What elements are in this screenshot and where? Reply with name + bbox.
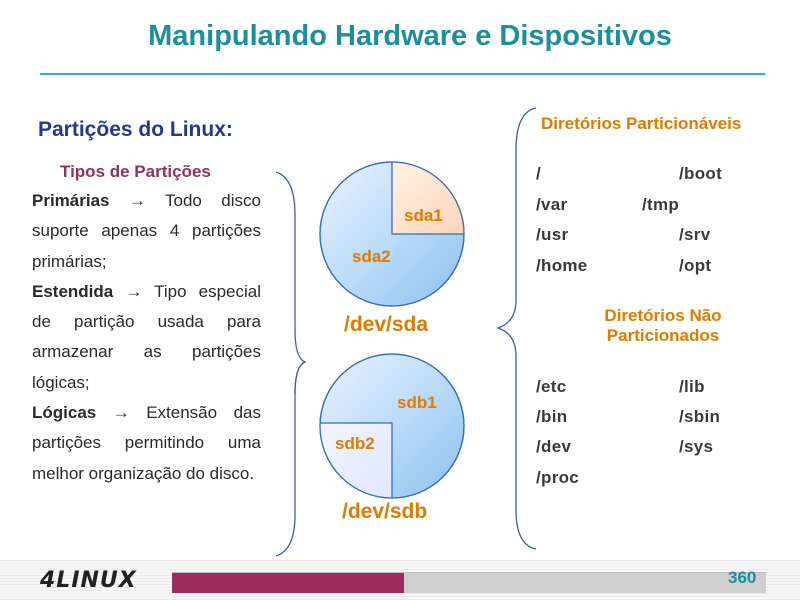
progress-fill (172, 573, 404, 593)
left-brace-top (275, 171, 307, 395)
type-text: Tipo especial de partição usada para arm… (32, 281, 261, 392)
dir-item: /tmp (642, 195, 680, 214)
partitionable-dirs-heading: Diretórios Particionáveis (541, 114, 742, 133)
dir-item: /bin (536, 407, 568, 426)
dir-item: /proc (536, 468, 580, 487)
dir-item: /sbin (679, 407, 721, 426)
type-term: Lógicas (32, 403, 97, 423)
arrow-icon: → (125, 281, 143, 301)
dir-item: /var (536, 195, 568, 214)
dir-item: /srv (679, 225, 711, 244)
logo: 4LINUX (40, 568, 137, 593)
sdb1-label: sdb1 (397, 393, 437, 412)
sdb2-label: sdb2 (335, 434, 375, 453)
type-term: Estendida (32, 281, 114, 301)
dir-item: /boot (679, 164, 723, 183)
type-text: Extensão das partições permitindo uma me… (32, 403, 261, 483)
heading-line: Particionados (606, 326, 720, 345)
dir-item: / (536, 164, 542, 183)
type-extended: Estendida → Tipo especial de partição us… (32, 277, 261, 398)
arrow-icon: → (128, 191, 146, 210)
dir-item: /dev (536, 437, 572, 456)
dir-item: /sys (679, 437, 714, 456)
slide-title: Manipulando Hardware e Dispositivos (148, 20, 672, 52)
disk-sdb-pie (319, 353, 465, 499)
type-term: Primárias (32, 191, 110, 210)
dir-item: /usr (536, 225, 569, 244)
type-primary: Primárias → Todo disco suporte apenas 4 … (32, 186, 261, 277)
sda2-label: sda2 (352, 247, 391, 266)
dir-item: /opt (679, 256, 712, 275)
sda1-label: sda1 (404, 206, 443, 225)
dir-item: /etc (536, 377, 567, 396)
title-divider (40, 73, 765, 75)
partition-types-heading: Tipos de Partições (60, 162, 211, 181)
partition-types-description: Primárias → Todo disco suporte apenas 4 … (32, 186, 261, 489)
disk-sdb-label: /dev/sdb (342, 500, 428, 523)
right-brace (495, 107, 537, 550)
disk-sda-pie (319, 161, 465, 307)
progress-bar (172, 572, 766, 593)
left-brace-bottom (275, 361, 306, 557)
type-text: Todo disco suporte apenas 4 partições pr… (32, 191, 261, 271)
section-heading: Partições do Linux: (38, 118, 233, 141)
arrow-icon: → (112, 403, 130, 423)
nonpartitionable-dirs-heading: Diretórios Não Particionados (568, 306, 758, 346)
page-number: 360 (728, 568, 757, 587)
disk-sda-label: /dev/sda (344, 313, 429, 336)
type-logical: Lógicas → Extensão das partições permiti… (32, 398, 261, 489)
dir-item: /home (536, 256, 588, 275)
heading-line: Diretórios Não (604, 306, 722, 325)
dir-item: /lib (679, 377, 705, 396)
